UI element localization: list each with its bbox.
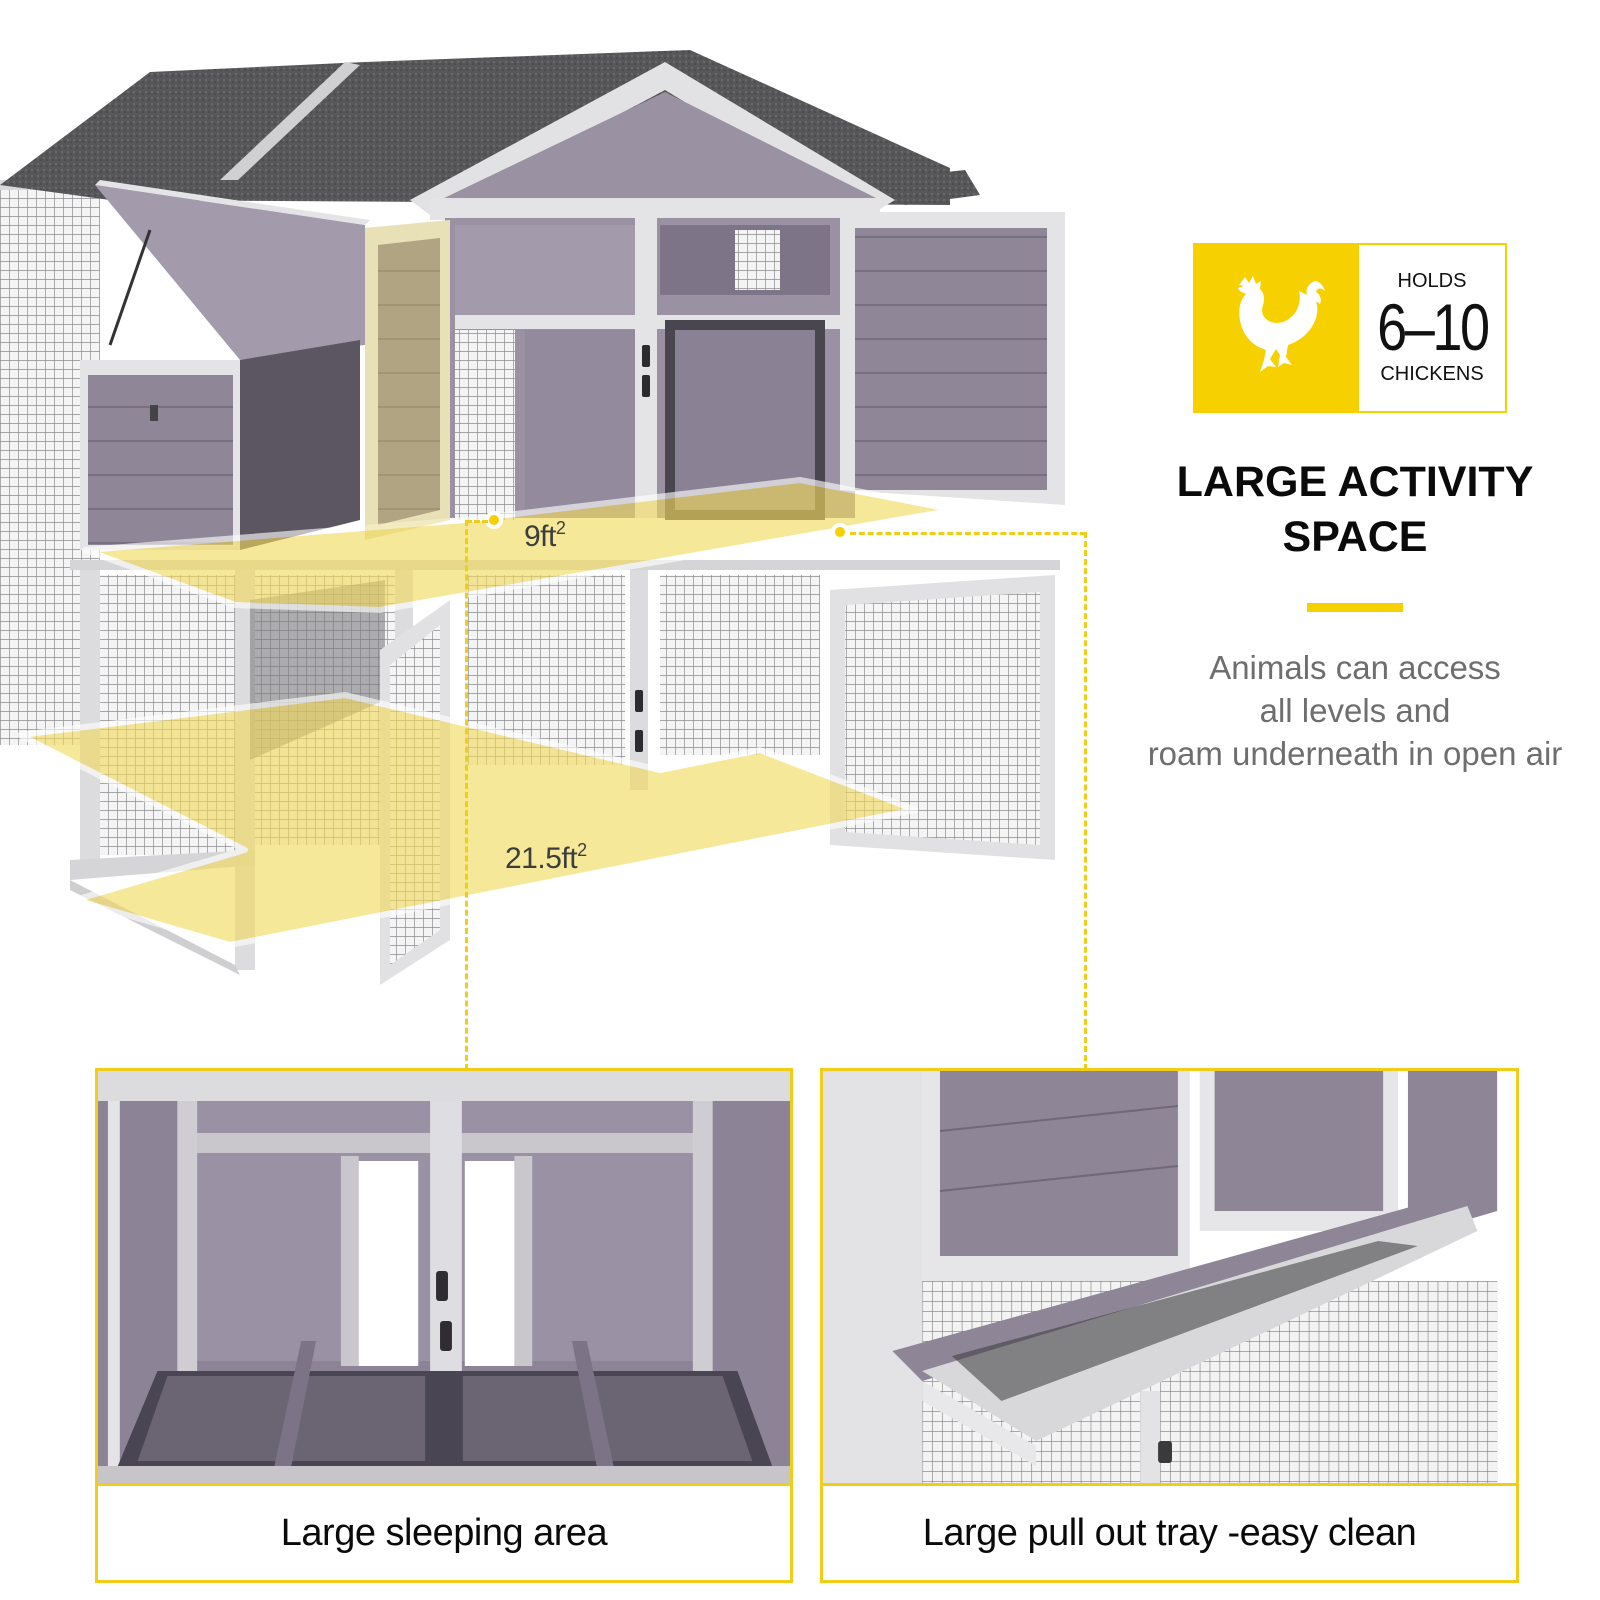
lower-area-label: 21.5ft2: [505, 840, 587, 875]
feature-block: LARGE ACTIVITY SPACE Animals can access …: [1110, 455, 1600, 775]
feature-title-line-2: SPACE: [1282, 513, 1428, 561]
detail-panel-pull-out-tray: Large pull out tray -easy clean: [820, 1068, 1519, 1583]
feature-title: LARGE ACTIVITY SPACE: [1110, 455, 1600, 565]
badge-count: 6–10: [1376, 290, 1490, 364]
badge-icon-box: [1195, 245, 1359, 411]
badge-text: HOLDS 6–10 CHICKENS: [1359, 245, 1505, 411]
connector-left-horizontal: [466, 520, 488, 523]
detail-panel-sleeping-area: Large sleeping area: [95, 1068, 793, 1583]
badge-unit-label: CHICKENS: [1380, 363, 1484, 385]
connector-right-horizontal: [850, 532, 1086, 535]
panel-caption-sleeping-area: Large sleeping area: [98, 1483, 790, 1580]
coop-hero-illustration: 9ft2 21.5ft2: [0, 0, 1110, 1010]
upper-area-label: 9ft2: [524, 518, 566, 553]
connector-left-vertical: [465, 520, 468, 1070]
feature-description: Animals can access all levels and roam u…: [1147, 649, 1563, 772]
gable-panel: [440, 92, 880, 200]
panel-caption-pull-out-tray: Large pull out tray -easy clean: [823, 1483, 1516, 1580]
feature-title-line-1: LARGE ACTIVITY: [1176, 458, 1534, 506]
coop-drawing: [0, 50, 1065, 985]
capacity-badge: HOLDS 6–10 CHICKENS: [1193, 243, 1507, 413]
feature-divider: [1307, 603, 1403, 612]
marker-dot-right: [831, 523, 849, 541]
rooster-icon: [1238, 276, 1325, 372]
badge-holds-label: HOLDS: [1397, 270, 1467, 292]
sleeping-area-photo: [98, 1071, 790, 1486]
marker-dot-left: [485, 511, 503, 529]
connector-right-vertical: [1084, 532, 1087, 1070]
nest-box-lid: [95, 185, 365, 360]
pull-out-tray-photo: [823, 1071, 1516, 1486]
